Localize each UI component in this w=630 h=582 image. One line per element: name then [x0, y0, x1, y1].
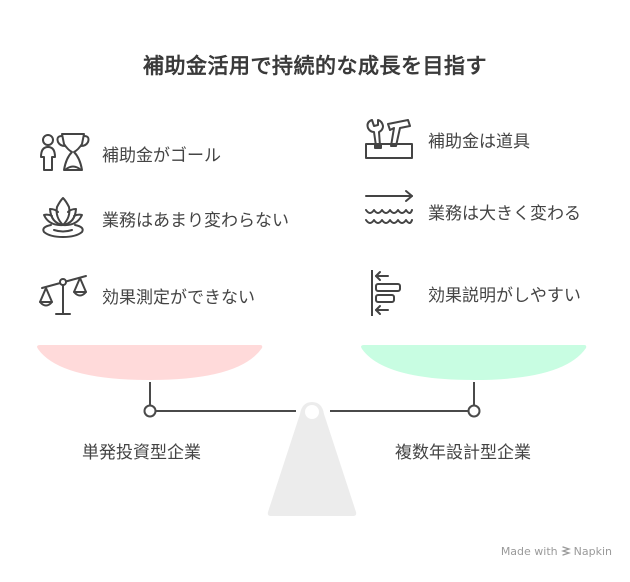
- right-item-tool: 補助金は道具: [362, 116, 530, 162]
- right-item-operations: 業務は大きく変わる: [362, 188, 581, 234]
- made-with-text: Made with: [500, 545, 558, 558]
- left-item-operations: 業務はあまり変わらない: [36, 195, 289, 241]
- right-item-explanation: 効果説明がしやすい: [362, 270, 581, 316]
- fulcrum: [267, 402, 357, 516]
- left-item-goal: 補助金がゴール: [36, 130, 221, 176]
- page-title: 補助金活用で持続的な成長を目指す: [143, 54, 487, 78]
- align-arrows-icon: [362, 270, 416, 316]
- footer-attribution: Made with Napkin: [501, 545, 612, 558]
- person-trophy-icon: [36, 130, 90, 176]
- left-item-measurement: 効果測定ができない: [36, 272, 255, 318]
- arrow-waves-icon: [362, 188, 416, 234]
- napkin-brand-text: Napkin: [573, 545, 612, 558]
- right-item-label: 業務は大きく変わる: [428, 203, 581, 224]
- right-item-label: 効果説明がしやすい: [428, 285, 581, 306]
- left-item-label: 補助金がゴール: [102, 145, 221, 166]
- right-category-label: 複数年設計型企業: [395, 443, 531, 463]
- toolbox-icon: [362, 116, 416, 162]
- left-item-label: 効果測定ができない: [102, 287, 255, 308]
- left-category-label: 単発投資型企業: [82, 443, 201, 463]
- right-pan: [361, 345, 587, 380]
- left-item-label: 業務はあまり変わらない: [102, 210, 289, 231]
- left-pan: [37, 345, 263, 380]
- right-item-label: 補助金は道具: [428, 131, 530, 152]
- lotus-icon: [36, 195, 90, 241]
- napkin-logo-icon: [560, 546, 571, 557]
- tilted-scale-icon: [36, 272, 90, 318]
- balance-scale: [37, 345, 587, 516]
